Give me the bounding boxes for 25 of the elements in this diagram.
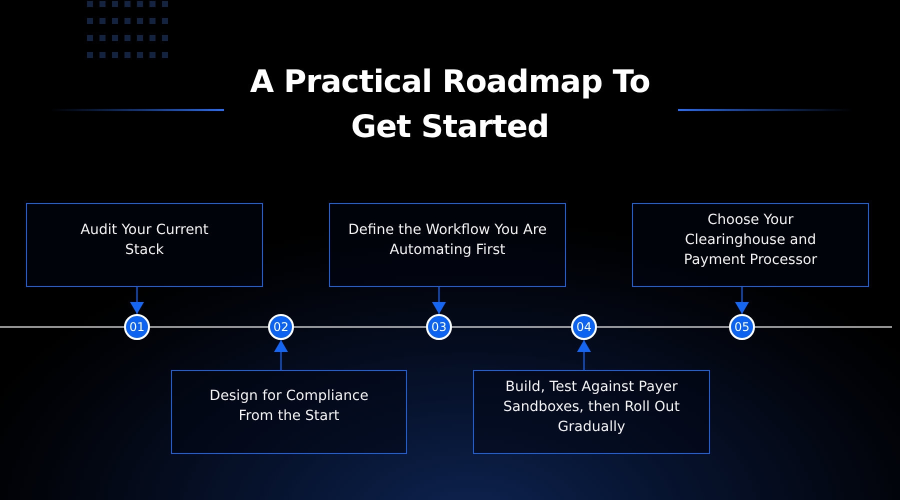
step-number-circle: 03 — [426, 314, 452, 340]
timeline-line — [597, 326, 729, 328]
pointer-arrow — [577, 340, 591, 370]
step-number-circle: 04 — [571, 314, 597, 340]
step-number-circle: 01 — [124, 314, 150, 340]
timeline-line — [452, 326, 571, 328]
timeline-line — [294, 326, 426, 328]
step-box — [26, 203, 263, 287]
pointer-arrow — [130, 287, 144, 314]
step-box — [473, 370, 710, 454]
step-box — [632, 203, 869, 287]
timeline-line — [150, 326, 268, 328]
step-box — [329, 203, 566, 287]
step-text: Build, Test Against Payer Sandboxes, then Roll Out Gradually — [502, 378, 681, 437]
step-number-circle: 05 — [729, 314, 755, 340]
step-box — [171, 370, 407, 454]
step-text: Audit Your Current Stack — [79, 221, 210, 260]
step-text: Define the Workflow You Are Automating First — [347, 221, 548, 260]
step-text: Design for Compliance From the Start — [208, 387, 370, 426]
pointer-arrow — [432, 287, 446, 314]
pointer-arrow — [274, 340, 288, 370]
step-text: Choose Your Clearinghouse and Payment Processor — [683, 211, 818, 270]
title: A Practical Roadmap To Get Started — [248, 63, 652, 147]
step-number-circle: 02 — [268, 314, 294, 340]
pointer-arrow — [735, 287, 749, 314]
